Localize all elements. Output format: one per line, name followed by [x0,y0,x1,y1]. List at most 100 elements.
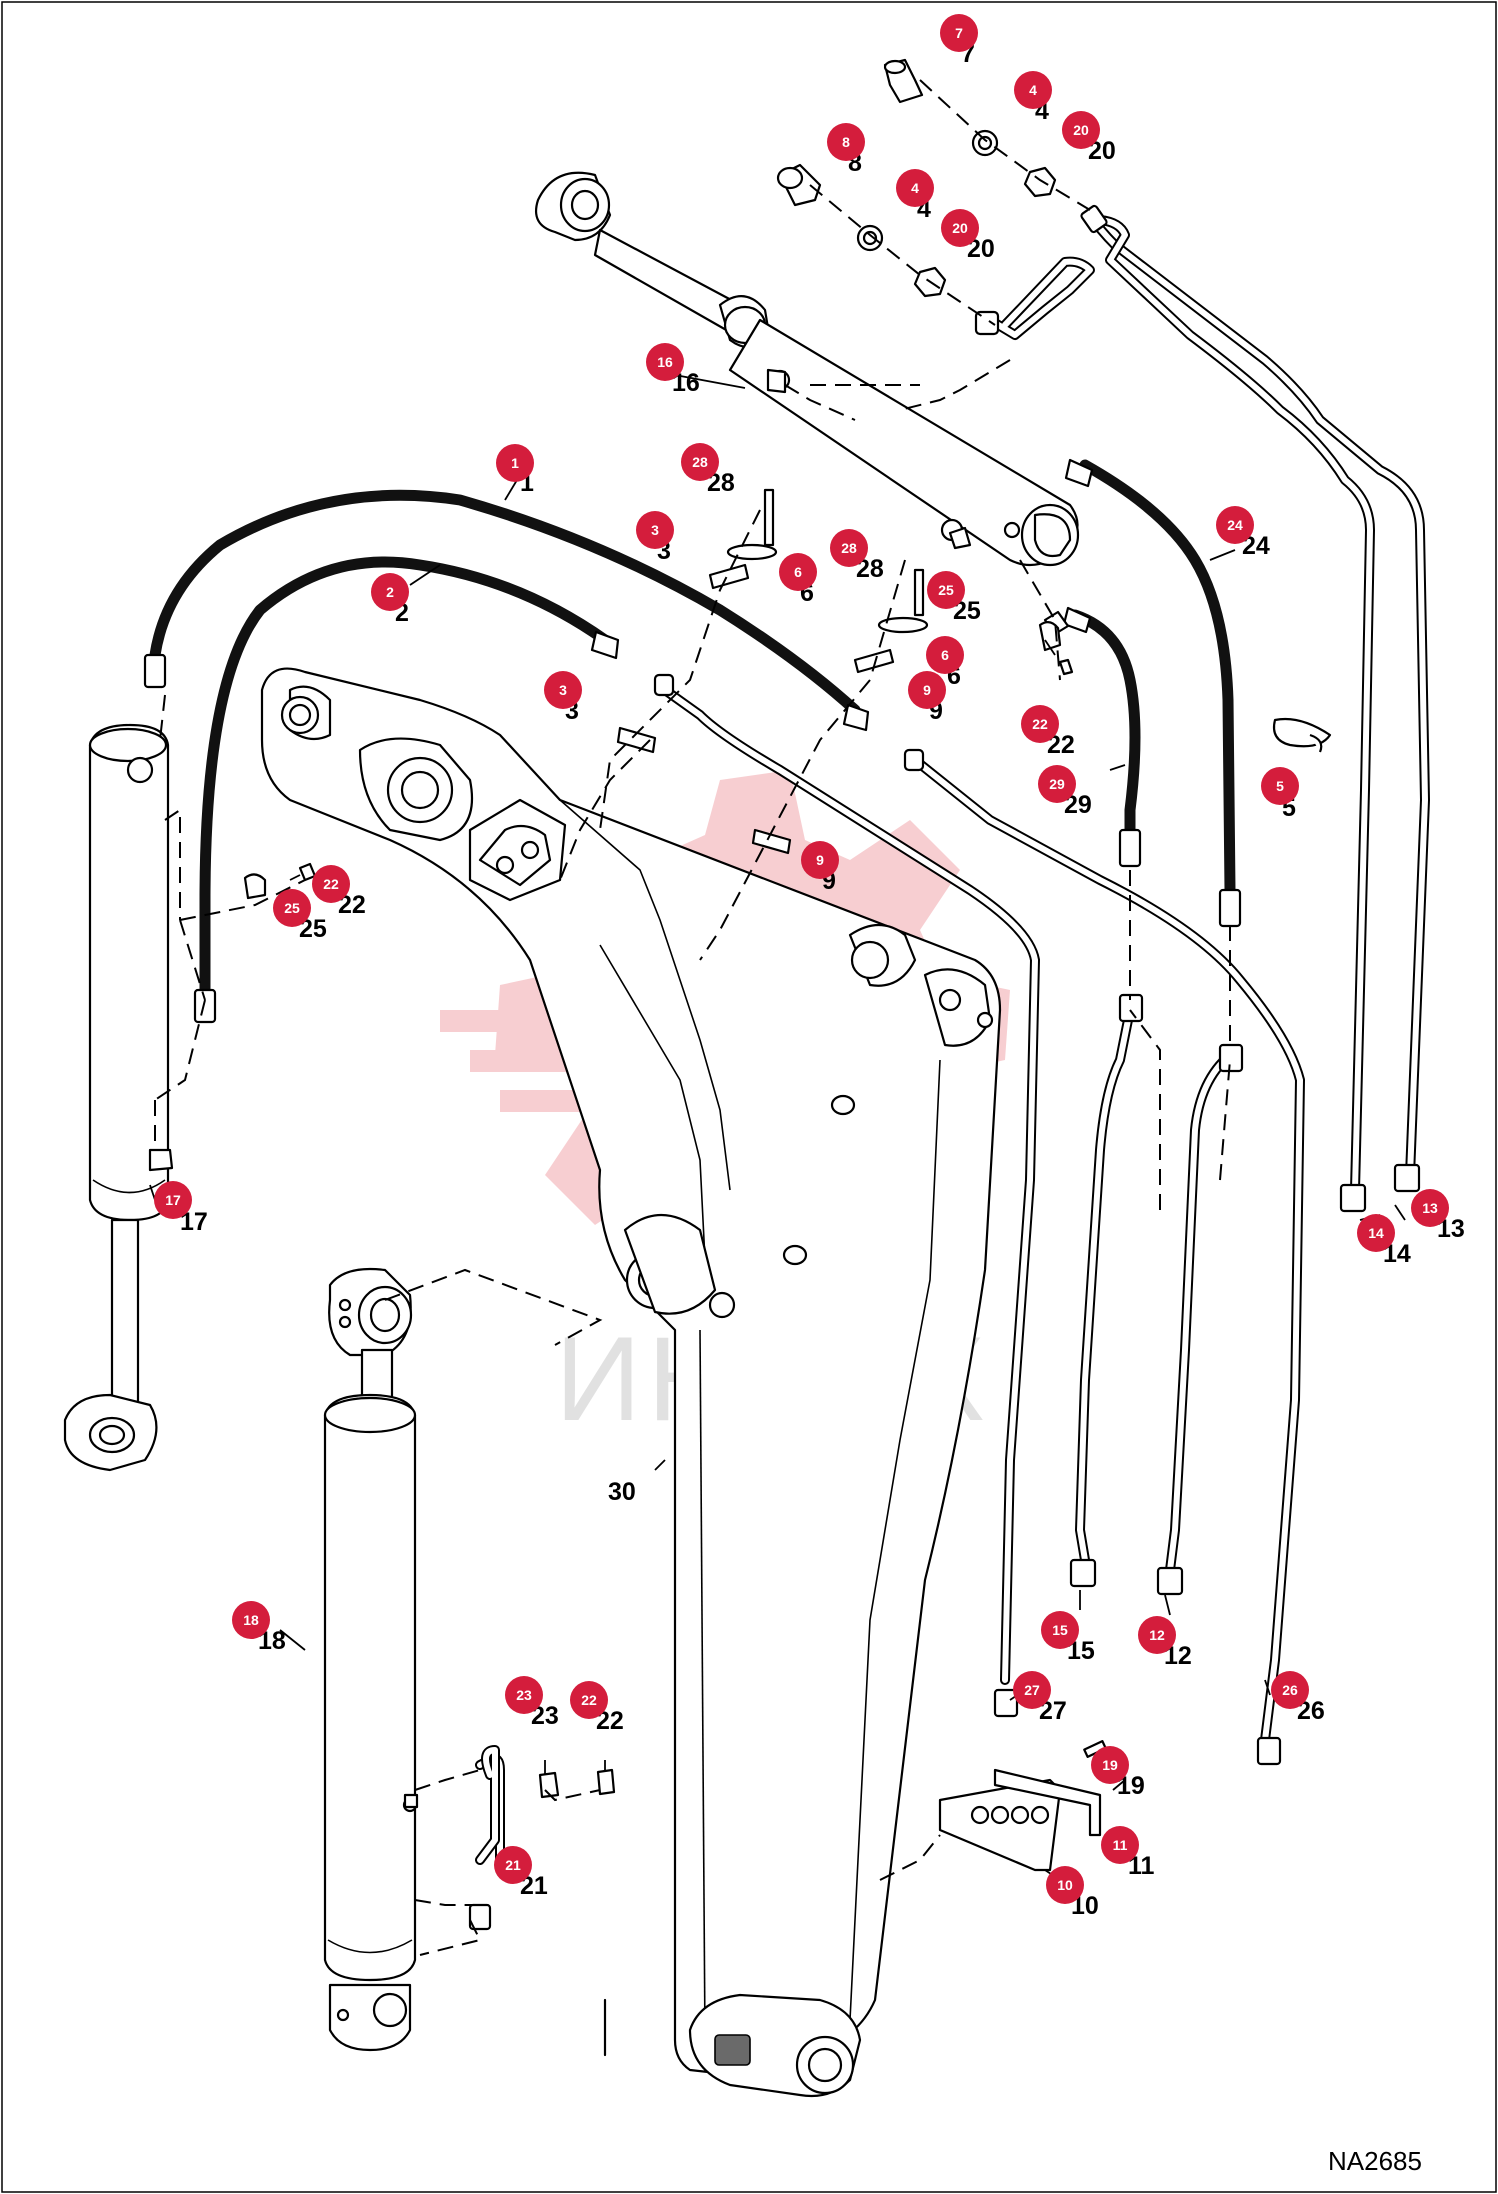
callout-badge-label: 9 [816,852,824,868]
callout-badge-label: 11 [1113,1837,1128,1853]
callout-9: 99 [908,671,946,725]
callout-badge-label: 3 [559,682,567,698]
callout-badge [681,443,719,481]
callout-badge-label: 26 [1282,1682,1298,1698]
callout-badge [1021,705,1059,743]
assembly-lines [154,79,1231,1956]
callout-badge-label: 22 [1032,716,1048,732]
callout-badge [1014,71,1052,109]
callout-badge [830,529,868,567]
callout-30: 30 [608,1478,636,1506]
callout-badge-label: 4 [911,180,919,196]
callout-badge-label: 6 [794,564,802,580]
callout-badge [827,123,865,161]
callout-2: 22 [371,573,409,627]
callout-badge [1101,1826,1139,1864]
callout-badge-label: 16 [657,354,673,370]
fittings-and-hardware [243,58,1332,1872]
callout-badge-label: 29 [1049,776,1065,792]
callout-badge [926,636,964,674]
callout-badge [1138,1616,1176,1654]
callout-badge-label: 28 [692,454,708,470]
callout-badge-label: 8 [842,134,850,150]
callout-badge [941,209,979,247]
callout-badge [154,1181,192,1219]
callout-6: 66 [779,553,817,607]
callout-layer: 1122333344445566667788999910101111121213… [154,14,1465,1920]
callout-badge-label: 3 [651,522,659,538]
callout-badge-label: 5 [1276,778,1284,794]
part-number-label: 30 [608,1478,636,1506]
callout-badge [273,889,311,927]
callout-badge-label: 14 [1368,1225,1384,1241]
callout-badge [1271,1671,1309,1709]
callout-badge-label: 24 [1227,517,1243,533]
callout-badge [646,343,684,381]
callout-badge-label: 25 [284,900,300,916]
callout-badge-label: 6 [941,647,949,663]
callout-badge-label: 13 [1422,1200,1438,1216]
callout-badge [1091,1746,1129,1784]
callout-badge [371,573,409,611]
callout-badge-label: 28 [841,540,857,556]
callout-badge [494,1846,532,1884]
callout-badge-label: 18 [243,1612,259,1628]
callout-badge-label: 25 [938,582,954,598]
callout-badge [1013,1671,1051,1709]
callout-7: 77 [940,14,978,68]
callout-badge-label: 12 [1149,1627,1165,1643]
callout-3: 33 [636,511,674,565]
callout-badge [801,841,839,879]
callout-8: 88 [827,123,865,177]
hoses [143,458,1242,1024]
boom-cylinder [63,723,174,1472]
callout-badge-label: 20 [1073,122,1089,138]
callout-9: 99 [801,841,839,895]
callout-badge [1038,765,1076,803]
callout-badge [1357,1214,1395,1252]
callout-badge [544,671,582,709]
callout-badge-label: 23 [516,1687,532,1703]
boom [260,667,1002,2098]
callout-badge-label: 27 [1024,1682,1040,1698]
callout-1: 11 [496,444,534,497]
callout-badge-label: 21 [505,1857,521,1873]
callout-badge [496,444,534,482]
drawing-code: NA2685 [1328,2146,1422,2176]
callout-3: 33 [544,671,582,725]
callout-badge [570,1681,608,1719]
callout-badge-label: 20 [952,220,968,236]
callout-badge-label: 1 [511,455,519,471]
callout-badge [779,553,817,591]
callout-badge [505,1676,543,1714]
bucket-cylinder [323,1267,419,2052]
callout-badge-label: 22 [581,1692,597,1708]
callout-6: 66 [926,636,964,690]
callout-badge [1041,1611,1079,1649]
callout-badge [896,169,934,207]
callout-badge-label: 19 [1102,1757,1118,1773]
callout-badge-label: 2 [386,584,394,600]
callout-badge-label: 15 [1052,1622,1068,1638]
